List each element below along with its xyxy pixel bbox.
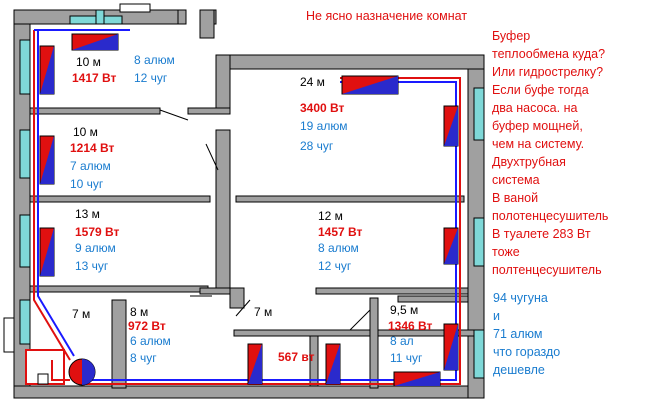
room-8-area: 9,5 м — [390, 303, 418, 317]
wall-segment — [199, 9, 215, 39]
wall-segment — [13, 385, 485, 399]
radiator-shade — [342, 76, 398, 94]
room-1-power: 1417 Вт — [72, 71, 117, 85]
room-5-iron: 8 чуг — [130, 351, 157, 365]
room-10-iron: 28 чуг — [300, 139, 334, 153]
wall-segment — [229, 287, 245, 309]
wall-segment — [29, 107, 161, 115]
circulation-pump-half — [82, 359, 95, 385]
window — [19, 129, 31, 179]
wall-segment — [29, 195, 211, 203]
radiator-shade — [72, 34, 118, 50]
room-10-power: 3400 Вт — [300, 101, 345, 115]
room-9-alu: 8 алюм — [318, 241, 359, 255]
window — [473, 87, 485, 141]
wall-segment — [397, 295, 469, 303]
wall-segment — [369, 297, 379, 389]
room-3-alu: 9 алюм — [75, 241, 116, 255]
room-2-alu: 7 алюм — [70, 159, 111, 173]
wall-segment — [215, 54, 485, 70]
room-3-iron: 13 чуг — [75, 259, 109, 273]
room-2-iron: 10 чуг — [70, 177, 104, 191]
room-9-area: 12 м — [318, 209, 343, 223]
wall-segment — [235, 195, 465, 203]
window — [473, 329, 485, 379]
room-9-iron: 12 чуг — [318, 259, 352, 273]
radiator-shade — [40, 46, 54, 94]
radiator-shade — [248, 344, 262, 384]
room-6-area: 7 м — [254, 305, 272, 319]
wall-segment — [187, 107, 231, 115]
radiators — [39, 33, 459, 387]
room-5-power: 972 Вт — [128, 319, 166, 333]
door-leaf — [349, 309, 371, 331]
door-leaf — [159, 109, 189, 121]
wall-segment — [215, 129, 231, 291]
radiator-shade — [326, 344, 340, 384]
boiler-group — [3, 317, 96, 386]
room-4-area: 7 м — [72, 307, 90, 321]
outside-flue — [3, 317, 15, 353]
room-2-area: 10 м — [73, 125, 98, 139]
wall-segment — [199, 287, 231, 295]
room-7-power: 567 вт — [278, 350, 315, 364]
door-leaf — [205, 143, 219, 171]
wall-segment — [315, 287, 469, 295]
wall-segment — [111, 299, 127, 389]
window — [19, 214, 31, 268]
radiator-shade — [444, 324, 458, 370]
window — [95, 9, 105, 25]
header-note: Не ясно назначение комнат — [306, 9, 467, 23]
supply-pipe-right — [86, 77, 461, 385]
wall-segment — [29, 285, 209, 293]
room-9-power: 1457 Вт — [318, 225, 363, 239]
room-3-area: 13 м — [75, 207, 100, 221]
return-pipe-left — [37, 30, 75, 357]
wall-segment — [309, 335, 319, 387]
walls — [13, 9, 485, 399]
boiler-valve — [37, 373, 49, 385]
cost-comparison-note: 94 чугуна и 71 алюм что гораздо дешевле — [493, 291, 561, 377]
room-10-alu: 19 алюм — [300, 119, 347, 133]
room-2-power: 1214 Вт — [70, 141, 115, 155]
wall-segment — [177, 9, 187, 25]
window — [19, 299, 31, 345]
design-questions-note: Буфер теплообмена куда? Или гидрострелку… — [492, 29, 609, 277]
room-10-area: 24 м — [300, 75, 325, 89]
wall-segment — [233, 329, 475, 337]
boiler-loop — [51, 360, 70, 381]
room-8-power: 1346 Вт — [388, 319, 433, 333]
door-leaf — [235, 299, 251, 317]
vent-grille — [119, 3, 151, 13]
room-1-alu: 8 алюм — [134, 53, 175, 67]
wall-segment — [215, 54, 231, 114]
supply-pipe-left — [33, 30, 71, 361]
room-3-power: 1579 Вт — [75, 225, 120, 239]
room-1-area: 10 м — [76, 55, 101, 69]
room-1-iron: 12 чуг — [134, 71, 168, 85]
radiator-shade — [394, 372, 440, 386]
windows — [19, 3, 485, 379]
room-5-alu: 6 алюм — [130, 334, 171, 348]
room-5-area: 8 м — [130, 305, 148, 319]
window — [473, 217, 485, 267]
room-8-alu: 8 ал — [390, 334, 414, 348]
radiator-shade — [444, 228, 458, 264]
room-8-iron: 11 чуг — [390, 351, 423, 365]
window — [19, 39, 31, 95]
radiator-shade — [444, 106, 458, 146]
radiator-shade — [40, 228, 54, 276]
radiator-shade — [40, 136, 54, 184]
